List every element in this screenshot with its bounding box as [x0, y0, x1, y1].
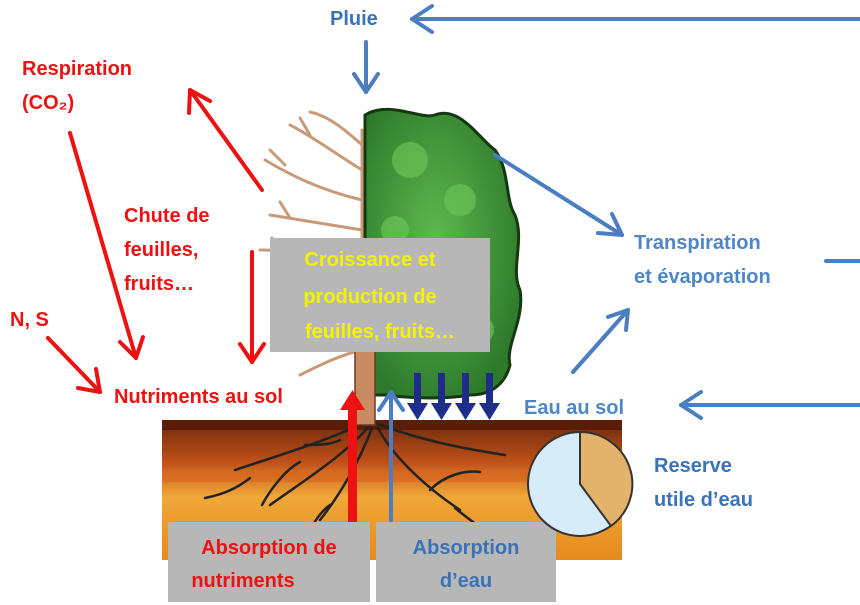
water-flow-arrows [352, 4, 860, 522]
label-ns: N, S [10, 309, 49, 331]
label-croissance-2: production de [303, 286, 437, 308]
label-chute-2: feuilles, [124, 239, 199, 261]
label-croissance-1: Croissance et [304, 249, 436, 271]
label-croissance-3: feuilles, fruits… [304, 321, 456, 343]
growth-box [270, 238, 490, 352]
label-co2: (CO₂) [22, 92, 75, 114]
label-nutriments-sol: Nutriments au sol [114, 386, 283, 408]
label-respiration: Respiration [22, 58, 133, 80]
label-chute-1: Chute de [124, 205, 210, 227]
soil-evaporation-arrow [571, 308, 630, 374]
label-absorption-eau-2: d’eau [439, 570, 493, 592]
label-absorption-eau-1: Absorption [412, 537, 520, 559]
label-pluie: Pluie [330, 8, 378, 30]
label-reserve-1: Reserve [654, 455, 732, 477]
nutrient-absorption-box [168, 522, 370, 602]
respiration-arrow [188, 88, 264, 192]
trunk-illustration [354, 344, 376, 426]
label-absorption-nutriments-1: Absorption de [201, 537, 337, 559]
co2-deposition-arrow [68, 131, 138, 360]
water-absorption-box [376, 522, 556, 602]
label-chute-3: fruits… [124, 273, 194, 295]
label-eau-sol: Eau au sol [524, 397, 625, 419]
label-transpiration-2: et évaporation [634, 266, 771, 288]
infiltration-arrows [407, 373, 500, 420]
label-transpiration-1: Transpiration [634, 232, 761, 254]
reserve-pie [527, 430, 634, 537]
canopy-transpiration-arrow [493, 153, 624, 237]
label-absorption-nutriments-2: nutriments [191, 570, 295, 592]
nutrient-absorption-arrow [340, 390, 365, 522]
nutrient-flow-arrows [46, 88, 266, 394]
ns-deposition-arrow [46, 336, 102, 394]
label-reserve-2: utile d’eau [654, 489, 753, 511]
